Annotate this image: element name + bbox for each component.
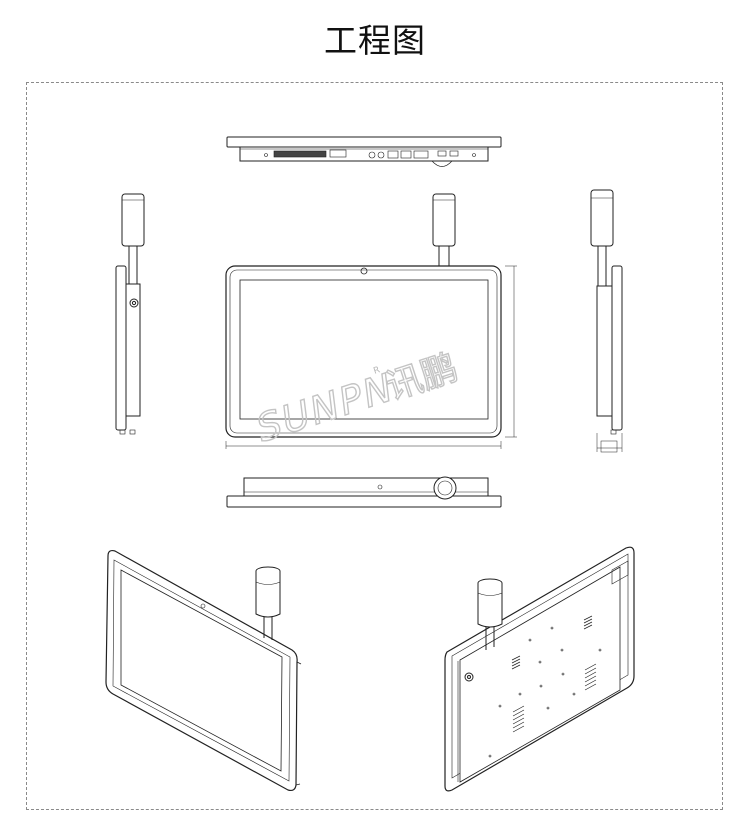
vent-grilles bbox=[511, 615, 597, 733]
top-view bbox=[226, 136, 502, 167]
mounting-holes bbox=[488, 626, 602, 758]
isometric-front-view bbox=[105, 549, 302, 792]
drawing-frame bbox=[26, 82, 723, 810]
page-title: 工程图 bbox=[324, 21, 426, 60]
watermark-registered-mark: R bbox=[372, 365, 381, 376]
front-view bbox=[225, 193, 517, 449]
camera-icon bbox=[360, 267, 368, 275]
bottom-view bbox=[226, 476, 502, 508]
io-port-strip bbox=[264, 149, 476, 159]
left-side-view bbox=[115, 193, 145, 435]
right-side-view bbox=[590, 189, 623, 453]
isometric-back-view bbox=[444, 546, 635, 792]
